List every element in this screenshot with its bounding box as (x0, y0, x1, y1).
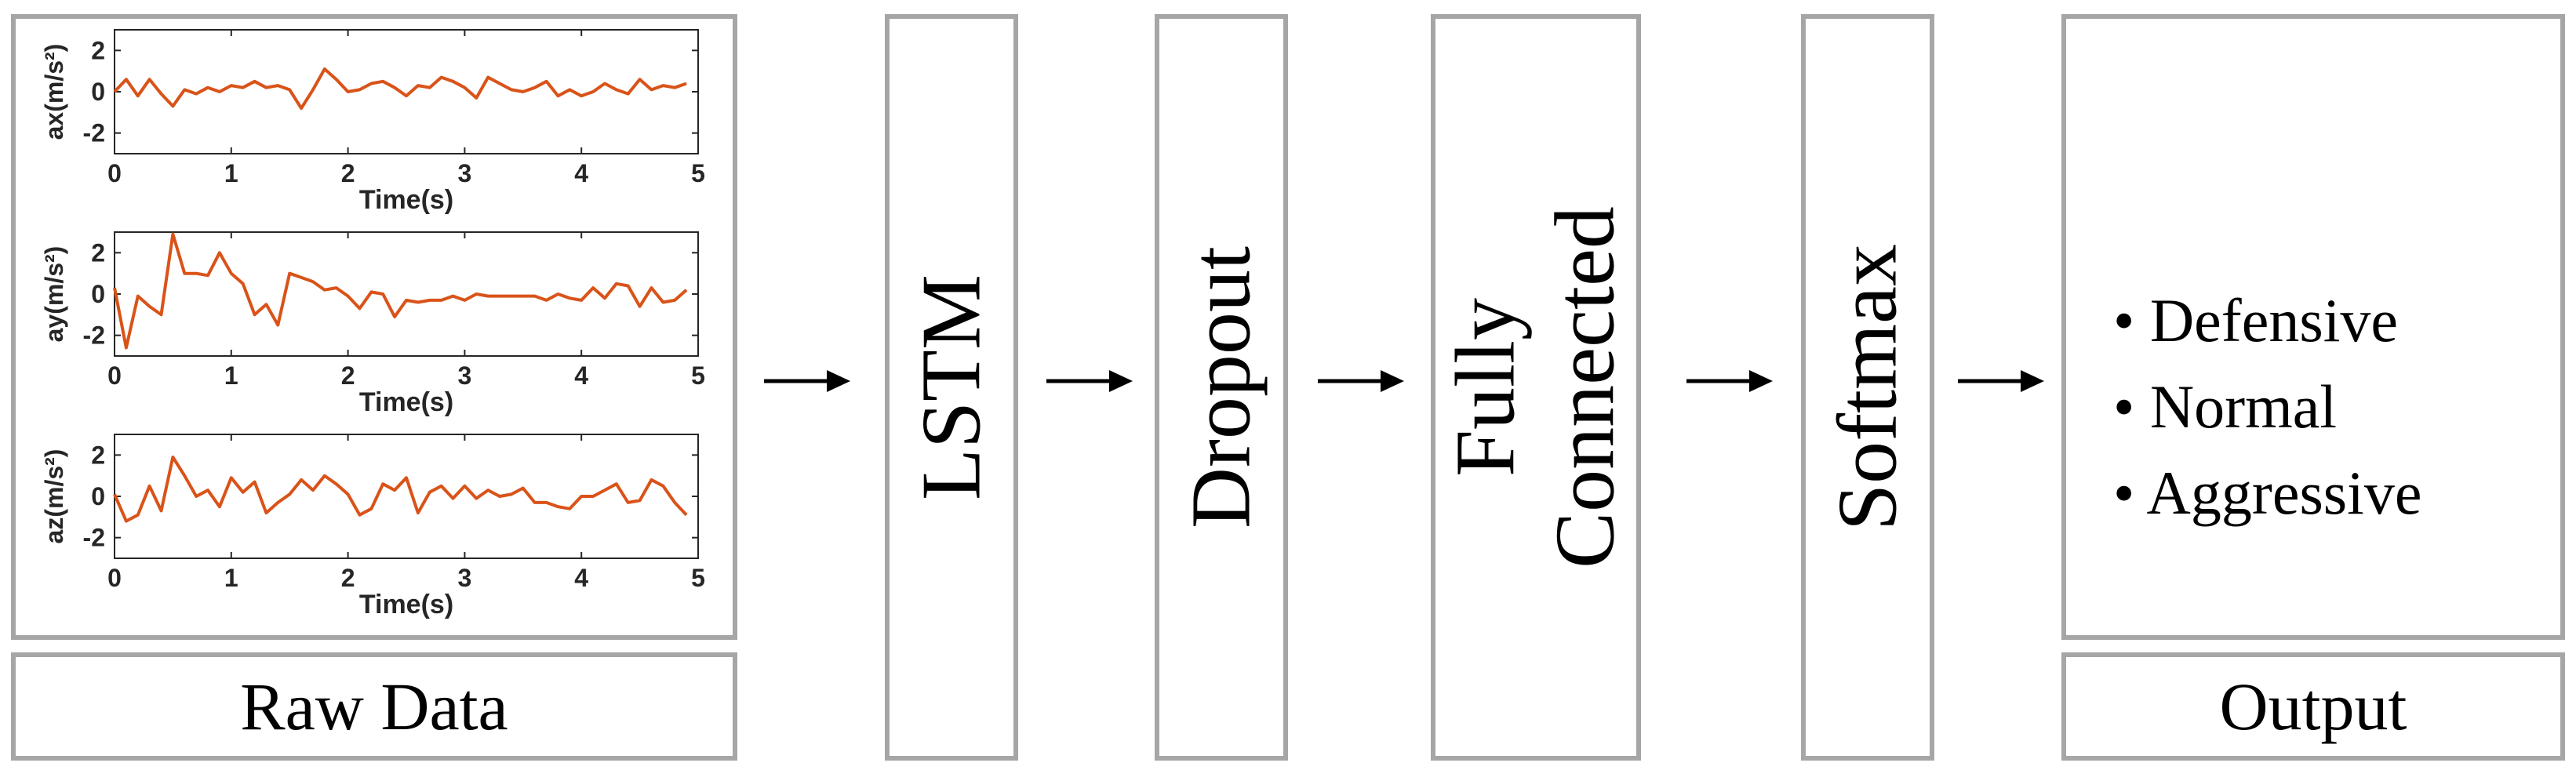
y-tick-label: -2 (83, 524, 105, 552)
raw-data-label-box: Raw Data (11, 652, 737, 761)
plot-frame (114, 29, 699, 154)
x-tick-label: 0 (107, 361, 122, 390)
y-axis-label: ay(m/s²) (40, 246, 68, 343)
x-tick-label: 1 (224, 361, 238, 390)
output-label-box: Output (2061, 652, 2565, 761)
x-tick-label: 4 (574, 361, 588, 390)
y-axis-label: az(m/s²) (40, 449, 68, 544)
y-tick-label: 0 (91, 280, 105, 308)
y-tick-label: 2 (91, 36, 105, 64)
softmax-block: Softmax (1801, 14, 1934, 761)
series-line (113, 67, 687, 111)
y-tick-label: -2 (83, 119, 105, 147)
dropout-label: Dropout (1174, 246, 1268, 528)
x-tick-label: 3 (458, 564, 472, 592)
output-label: Output (2219, 669, 2407, 744)
x-tick-label: 0 (107, 564, 122, 592)
lstm-block: LSTM (885, 14, 1018, 761)
fully-connected-label: Fully Connected (1436, 206, 1636, 568)
fully-connected-block: Fully Connected (1431, 14, 1641, 761)
y-tick-label: 2 (91, 238, 105, 267)
output-class-item: • Normal (2113, 372, 2338, 441)
x-tick-label: 4 (574, 159, 588, 187)
fully-connected-line-2: Connected (1539, 206, 1632, 568)
x-tick-label: 3 (458, 361, 472, 390)
dropout-block: Dropout (1155, 14, 1288, 761)
y-tick-label: 2 (91, 441, 105, 469)
output-class-item: • Aggressive (2113, 459, 2422, 527)
x-tick-label: 5 (691, 361, 705, 390)
fully-connected-line-1: Fully (1439, 297, 1533, 478)
arrow-icon (764, 370, 850, 392)
x-tick-label: 2 (341, 564, 355, 592)
series-line (113, 456, 688, 523)
y-tick-label: -2 (83, 321, 105, 350)
arrow-icon (1958, 370, 2044, 392)
raw-data-label: Raw Data (240, 669, 508, 744)
y-tick-label: 0 (91, 482, 105, 510)
x-tick-label: 1 (224, 564, 238, 592)
x-tick-label: 2 (341, 159, 355, 187)
y-axis-label: ax(m/s²) (40, 44, 68, 140)
x-tick-label: 3 (458, 159, 472, 187)
arrow-icon (1046, 370, 1133, 392)
plot-frame (114, 231, 699, 357)
x-tick-label: 1 (224, 159, 238, 187)
arrow-icon (1318, 370, 1404, 392)
lstm-label: LSTM (904, 274, 999, 501)
series-line (113, 232, 688, 350)
x-axis-label: Time(s) (359, 387, 453, 417)
x-tick-label: 2 (341, 361, 355, 390)
plot-frame (114, 434, 699, 559)
output-class-item: • Defensive (2113, 286, 2399, 354)
output-panel: • Defensive • Normal • Aggressive (2061, 14, 2565, 640)
x-axis-label: Time(s) (359, 185, 453, 215)
x-tick-label: 0 (107, 159, 122, 187)
x-axis-label: Time(s) (359, 590, 453, 619)
output-class-list: • Defensive • Normal • Aggressive (2113, 278, 2421, 536)
y-tick-label: 0 (91, 78, 105, 106)
x-tick-label: 4 (574, 564, 588, 592)
arrow-icon (1686, 370, 1773, 392)
x-tick-label: 5 (691, 159, 705, 187)
softmax-label: Softmax (1821, 244, 1915, 531)
x-tick-label: 5 (691, 564, 705, 592)
